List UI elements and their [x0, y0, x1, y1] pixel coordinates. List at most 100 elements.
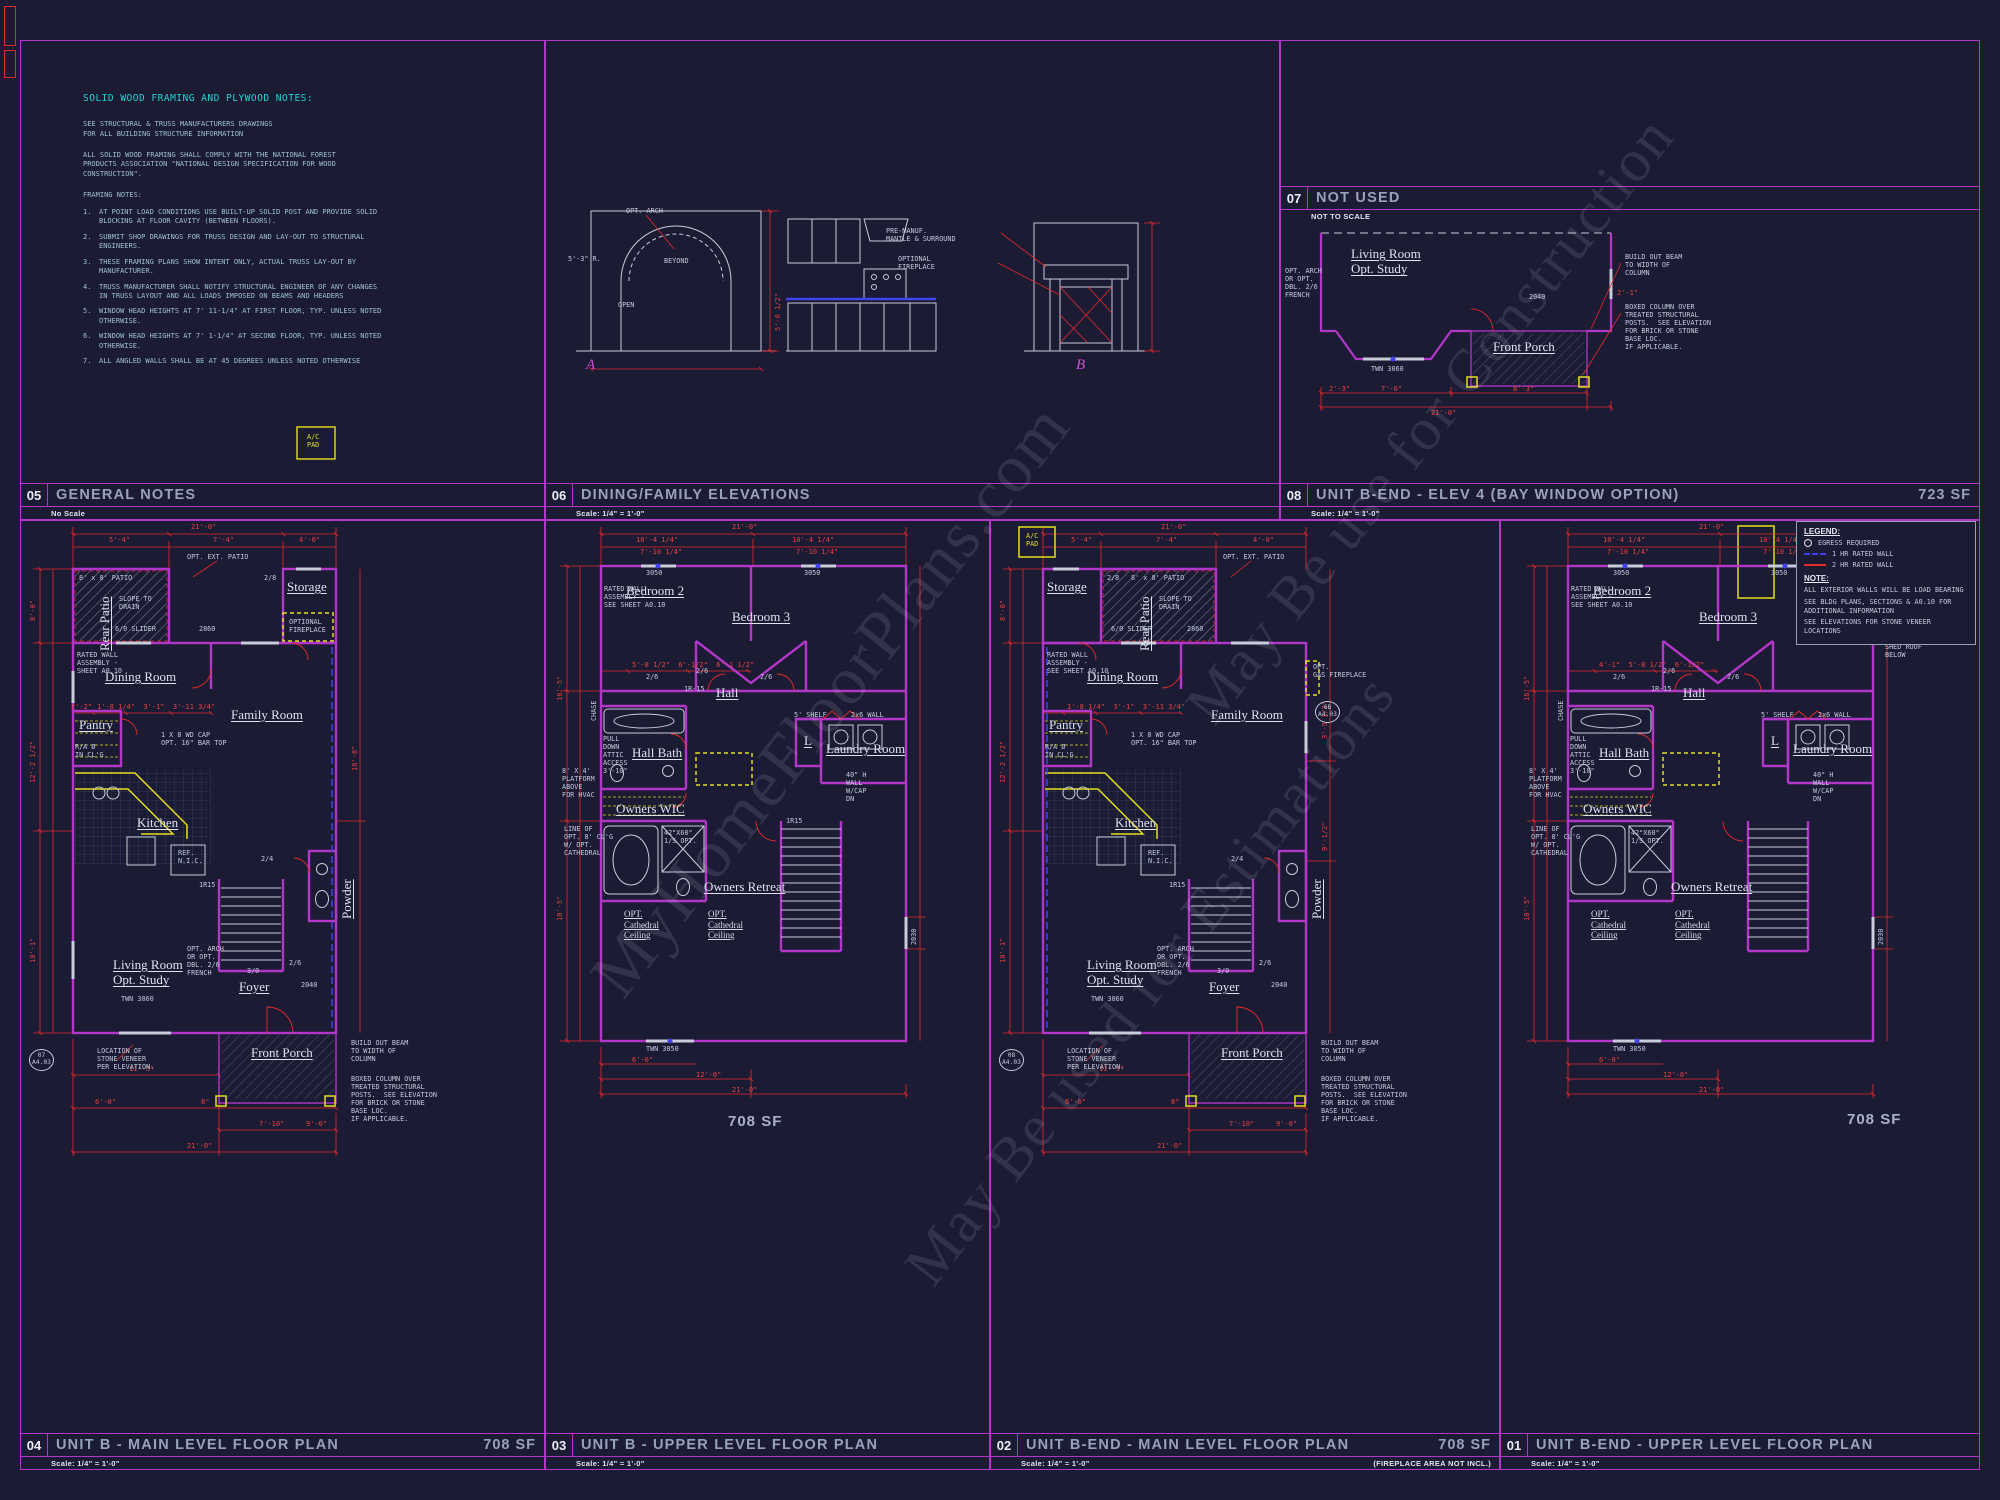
doors	[120, 642, 310, 1034]
panel-number: 06	[546, 484, 573, 506]
panel-scale: NOT TO SCALE	[1311, 212, 1371, 221]
columns	[1466, 376, 1590, 388]
ac-pad-linework	[296, 426, 336, 460]
panel-area	[981, 1434, 989, 1456]
elevation-dimensions	[588, 208, 1160, 372]
panel-title: DINING/FAMILY ELEVATIONS	[581, 487, 811, 503]
legend-item: 2 HR RATED WALL	[1804, 561, 1968, 569]
framing-note: 1.AT POINT LOAD CONDITIONS USE BUILT-UP …	[83, 207, 378, 226]
rear-patio-hatch	[74, 570, 168, 642]
titlebar-05: 05 GENERAL NOTES No Scale	[21, 483, 544, 519]
titlebar-06: 06 DINING/FAMILY ELEVATIONS Scale: 1/4" …	[546, 483, 1279, 519]
egress-markers	[1622, 563, 1788, 1044]
porch-outline	[1188, 1032, 1307, 1104]
titlebar-04: 04 UNIT B - MAIN LEVEL FLOOR PLAN 708 SF…	[21, 1433, 544, 1469]
panel-number: 03	[546, 1434, 573, 1456]
panel-title: GENERAL NOTES	[56, 487, 197, 503]
panel-scale: Scale: 1/4" = 1'-0"	[1311, 509, 1380, 518]
panel-scale: No Scale	[51, 509, 86, 518]
fixtures	[71, 567, 329, 1035]
upper-level-end-linework	[1527, 525, 1893, 1098]
panel-area: 723 SF	[1918, 487, 1971, 503]
fixtures	[1053, 567, 1308, 1035]
panel-title: UNIT B - UPPER LEVEL FLOOR PLAN	[581, 1437, 879, 1453]
egress-markers	[655, 563, 821, 1044]
panel-number: 01	[1501, 1434, 1528, 1456]
kitchen-floor	[75, 769, 211, 865]
panel-area: 708 SF	[1438, 1437, 1491, 1453]
fixtures	[603, 564, 908, 1043]
main-level-end-linework	[1003, 526, 1336, 1156]
panel-subtitle: (FIREPLACE AREA NOT INCL.)	[1373, 1459, 1491, 1468]
framing-notes-list: 1.AT POINT LOAD CONDITIONS USE BUILT-UP …	[83, 208, 383, 367]
titlebar-02: 02 UNIT B-END - MAIN LEVEL FLOOR PLAN 70…	[991, 1433, 1499, 1469]
elevations-linework	[576, 208, 1160, 372]
framing-note: 4.TRUSS MANUFACTURER SHALL NOTIFY STRUCT…	[83, 282, 378, 301]
panel-scale: Scale: 1/4" = 1'-0"	[576, 509, 645, 518]
panel-scale: Scale: 1/4" = 1'-0"	[1021, 1459, 1090, 1468]
panel-general-notes: SOLID WOOD FRAMING AND PLYWOOD NOTES: SE…	[20, 40, 545, 520]
panel-scale: Scale: 1/4" = 1'-0"	[51, 1459, 120, 1468]
framing-notes-heading: FRAMING NOTES:	[83, 190, 143, 199]
millwork	[75, 612, 336, 1107]
panel-area	[536, 484, 544, 506]
fireplace-hatch	[1059, 286, 1113, 344]
walls	[71, 567, 338, 1035]
doors	[1078, 642, 1280, 1034]
framing-note: 2.SUBMIT SHOP DRAWINGS FOR TRUSS DESIGN …	[83, 232, 365, 251]
titlebar-08: 08 UNIT B-END - ELEV 4 (BAY WINDOW OPTIO…	[1281, 483, 1979, 519]
walls	[1566, 564, 1875, 1043]
shed-roof-outline	[1737, 525, 1775, 599]
titlebar-07: 07 NOT USED NOT TO SCALE	[1281, 186, 1979, 222]
legend-note: SEE BLDG PLANS, SECTIONS & A0.10 FOR ADD…	[1804, 597, 1952, 615]
panel-title: UNIT B-END - ELEV 4 (BAY WINDOW OPTION)	[1316, 487, 1680, 503]
porch-outline	[1470, 330, 1588, 387]
legend-note-title: NOTE:	[1804, 574, 1829, 583]
framing-note: 7.ALL ANGLED WALLS SHALL BE AT 45 DEGREE…	[83, 357, 361, 366]
panel-scale: Scale: 1/4" = 1'-0"	[576, 1459, 645, 1468]
panel-bay-window-option: 07 NOT USED NOT TO SCALE	[1280, 40, 1980, 520]
sheet-edge-mark	[4, 6, 16, 46]
panel-number: 07	[1281, 187, 1308, 209]
front-porch-hatch	[221, 1035, 334, 1099]
millwork	[1018, 526, 1320, 1107]
porch-hatch	[1473, 333, 1585, 384]
millwork	[603, 752, 753, 816]
millwork	[1570, 752, 1720, 816]
doors	[670, 673, 860, 842]
panel-area	[1971, 1434, 1979, 1456]
panel-number: 05	[21, 484, 48, 506]
legend-item: EGRESS REQUIRED	[1804, 539, 1968, 547]
panel-number: 02	[991, 1434, 1018, 1456]
porch-outline	[218, 1032, 337, 1104]
bay-window-linework	[1318, 232, 1622, 411]
general-notes: SOLID WOOD FRAMING AND PLYWOOD NOTES: SE…	[83, 93, 383, 373]
dimension-lines	[1527, 527, 1893, 1098]
notes-paragraph: ALL SOLID WOOD FRAMING SHALL COMPLY WITH…	[83, 150, 336, 179]
walls	[1319, 233, 1613, 361]
walls	[1041, 567, 1308, 1035]
panel-area	[1271, 484, 1279, 506]
panel-area: 708 SF	[483, 1437, 536, 1453]
dimension-lines	[33, 527, 366, 1156]
dimension-lines	[1003, 527, 1336, 1156]
legend-note: SEE ELEVATIONS FOR STONE VENEER LOCATION…	[1804, 618, 1931, 636]
dimension-lines	[560, 527, 926, 1098]
panel-scale: Scale: 1/4" = 1'-0"	[1531, 1459, 1600, 1468]
notes-heading: SOLID WOOD FRAMING AND PLYWOOD NOTES:	[83, 93, 314, 104]
titlebar-01: 01 UNIT B-END - UPPER LEVEL FLOOR PLAN S…	[1501, 1433, 1979, 1469]
panel-title: NOT USED	[1316, 190, 1401, 206]
panel-title: UNIT B-END - UPPER LEVEL FLOOR PLAN	[1536, 1437, 1874, 1453]
rear-patio-hatch	[1102, 570, 1215, 642]
arch-elevation	[576, 210, 776, 352]
framing-note: 6.WINDOW HEAD HEIGHTS AT 7' 1-1/4" AT SE…	[83, 332, 382, 350]
kitchen-elevation	[786, 218, 937, 352]
main-level-linework	[33, 527, 366, 1156]
